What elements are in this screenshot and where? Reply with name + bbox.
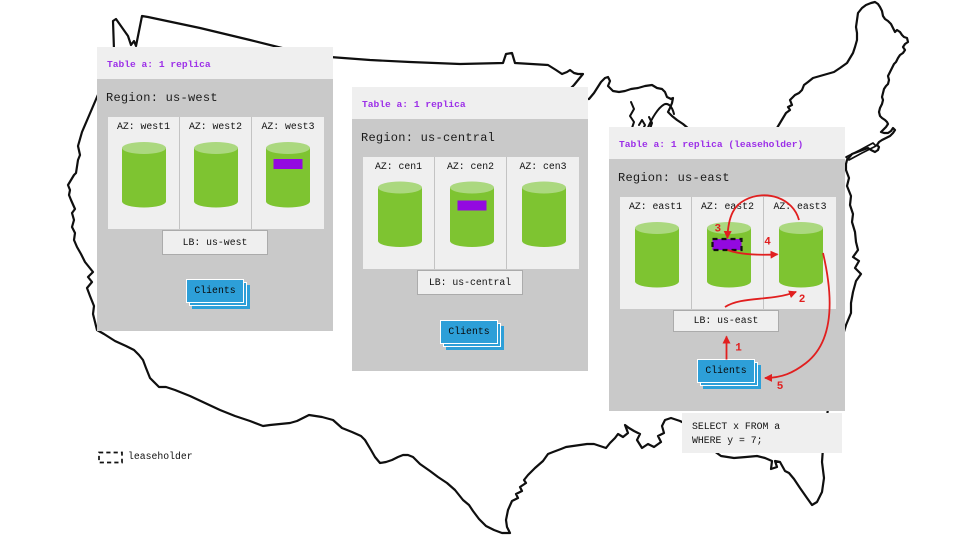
svg-text:5: 5 bbox=[777, 381, 784, 393]
svg-text:3: 3 bbox=[714, 224, 721, 236]
svg-text:4: 4 bbox=[764, 237, 771, 249]
svg-text:2: 2 bbox=[799, 294, 806, 306]
svg-text:1: 1 bbox=[735, 343, 742, 355]
